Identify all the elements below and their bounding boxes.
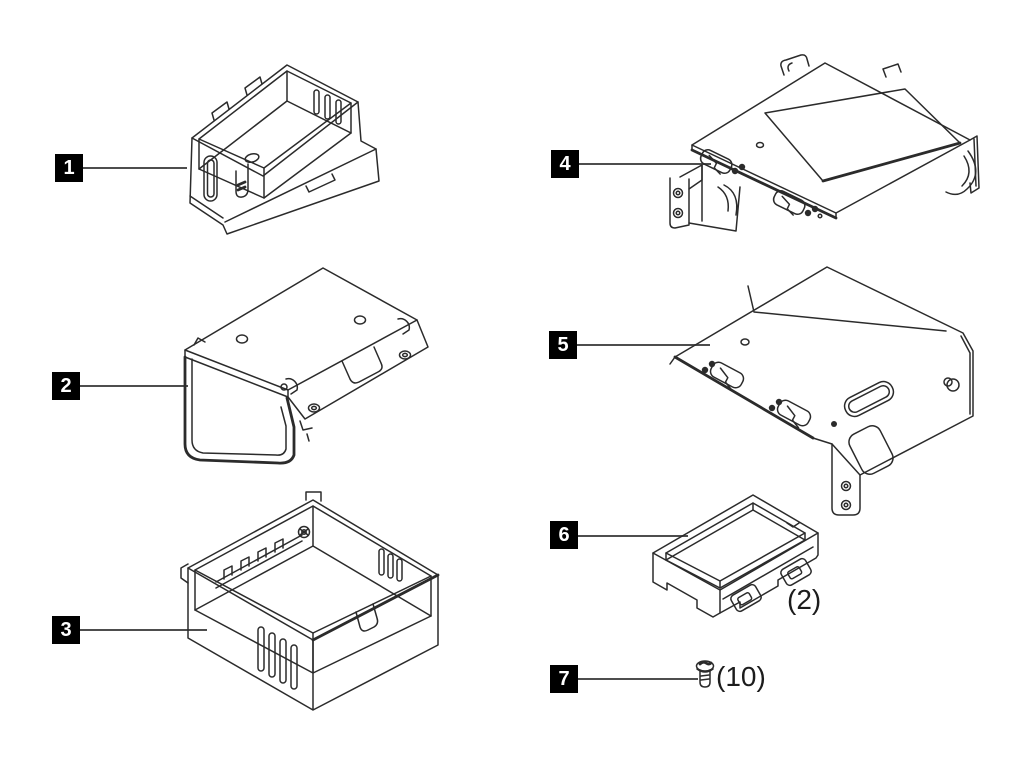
callout-4-leader xyxy=(579,163,711,165)
callout-2-leader xyxy=(80,385,188,387)
callout-6-leader xyxy=(578,535,688,537)
part-1-drawing xyxy=(178,50,383,250)
callout-1-badge: 1 xyxy=(55,154,83,182)
part-5-drawing xyxy=(648,258,983,528)
callout-3-badge: 3 xyxy=(52,616,80,644)
callout-4-badge: 4 xyxy=(551,150,579,178)
callout-6-badge: 6 xyxy=(550,521,578,549)
part-6-quantity: (2) xyxy=(787,584,822,615)
callout-7-badge: 7 xyxy=(550,665,578,693)
callout-5-badge: 5 xyxy=(549,331,577,359)
part-6-drawing xyxy=(643,485,838,625)
part-3-drawing xyxy=(178,491,448,727)
callout-1-leader xyxy=(83,167,187,169)
callout-5-leader xyxy=(577,344,710,346)
part-4-drawing xyxy=(650,53,985,243)
callout-2-badge: 2 xyxy=(52,372,80,400)
part-7-drawing xyxy=(692,658,720,692)
callout-3-leader xyxy=(80,629,207,631)
part-2-drawing xyxy=(175,260,445,475)
part-7-quantity: (10) xyxy=(716,661,766,692)
callout-7-leader xyxy=(578,678,698,680)
